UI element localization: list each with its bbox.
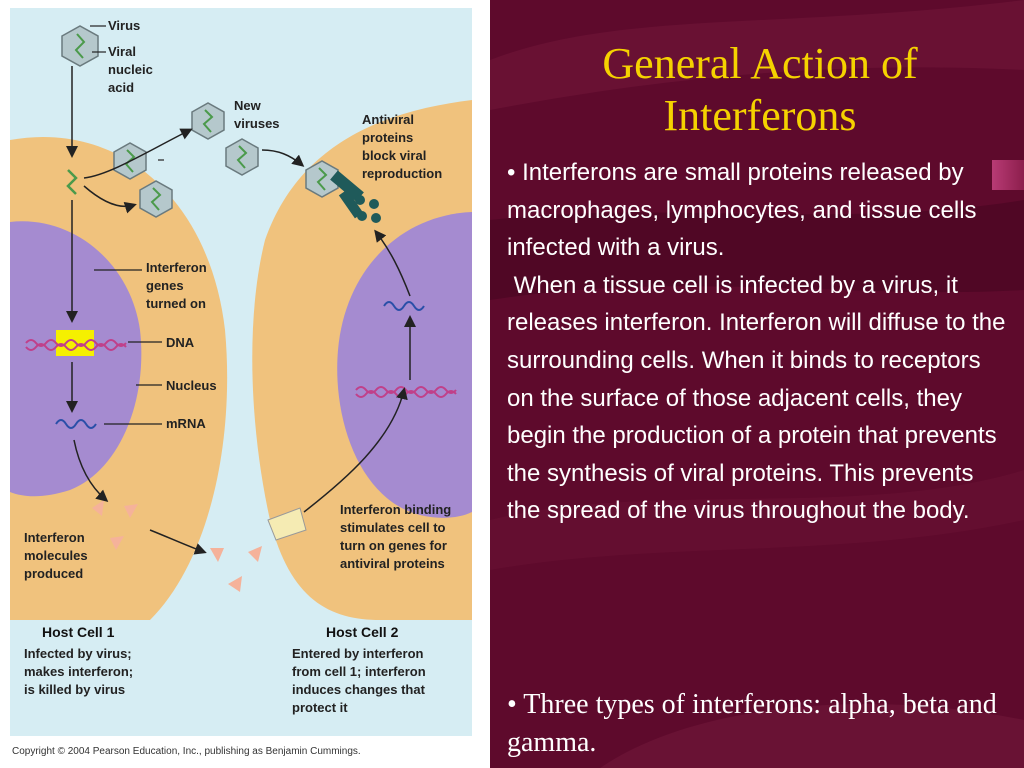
new-virus-icon [139,180,173,218]
new-virus-icon [225,138,259,176]
host-cell-2-title: Host Cell 2 [326,624,399,640]
antiviral-protein-icon [330,170,381,223]
virus-icon [61,25,99,67]
label-interferon-molecules: Interferon molecules produced [24,530,91,581]
host-cell-2-description: Entered by interferon from cell 1; inter… [292,646,429,715]
body-paragraph-3: • Three types of interferons: alpha, bet… [507,689,1004,758]
slide-body: • Interferons are small proteins release… [507,154,1013,530]
label-interferon-genes: Interferon genes turned on [146,260,210,311]
label-viral-nucleic-acid: Viral nucleic acid [108,44,156,95]
slide-title: General Action of Interferons [530,38,990,142]
label-dna: DNA [166,335,195,350]
label-leader-lines [90,25,164,425]
interferon-diagram: Virus Viral nucleic acid New viruses Ant… [10,8,472,757]
process-arrows [66,66,416,555]
label-new-viruses: New viruses [234,98,280,131]
body-paragraph-2: When a tissue cell is infected by a viru… [507,271,1013,525]
slide-title-line-2: Interferons [663,91,857,140]
label-virus: Virus [108,18,140,33]
slide-title-line-1: General Action of [602,39,918,88]
host-cell-1-nucleus [10,221,142,497]
host-cell-1-description: Infected by virus; makes interferon; is … [24,646,137,697]
viral-nucleic-acid-icon [66,169,78,195]
label-mrna: mRNA [166,416,206,431]
host-cell-2-nucleus [337,212,472,518]
body-paragraph-1: • Interferons are small proteins release… [507,159,984,262]
blocked-virus-icon [305,160,339,198]
label-antiviral-proteins: Antiviral proteins block viral reproduct… [362,112,442,181]
accent-bar [992,160,1024,190]
receptor-icon [267,507,307,541]
interferon-molecules [92,500,262,592]
diagram-panel: Virus Viral nucleic acid New viruses Ant… [0,0,490,768]
label-nucleus: Nucleus [166,378,217,393]
mrna-strand-2 [383,301,425,311]
label-interferon-binding: Interferon binding stimulates cell to tu… [340,502,455,571]
mrna-strand-1 [55,419,97,429]
copyright-notice: Copyright © 2004 Pearson Education, Inc.… [12,746,361,757]
dna-strand-1 [25,330,127,356]
host-cell-1-title: Host Cell 1 [42,624,115,640]
